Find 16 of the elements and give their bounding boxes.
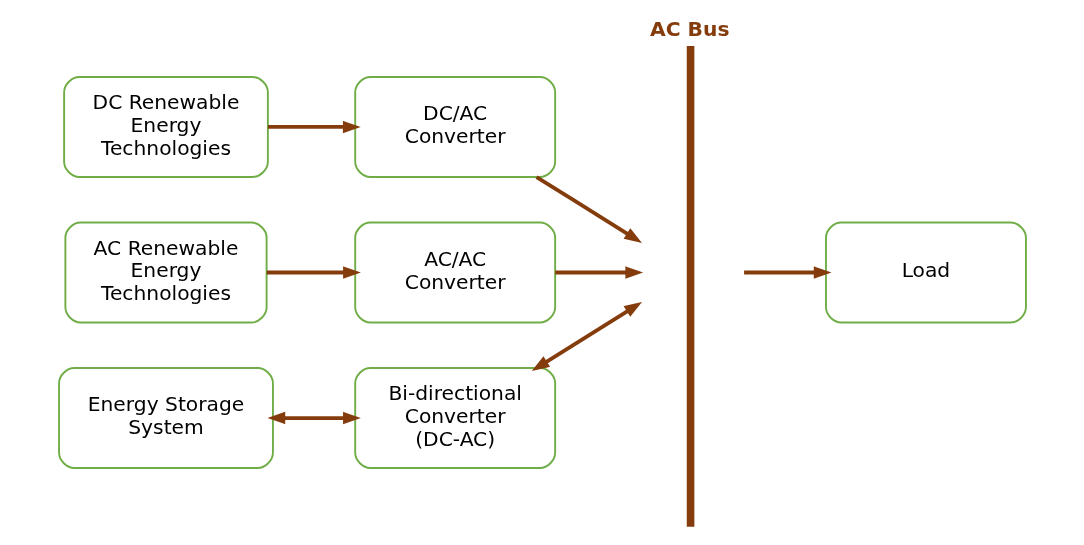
arrow — [266, 266, 361, 279]
node-box: DC/AC Converter — [353, 76, 556, 178]
node-box: AC Renewable Energy Technologies — [63, 221, 268, 324]
node-box: Load — [824, 221, 1027, 324]
arrow — [266, 411, 361, 425]
arrow — [554, 266, 643, 279]
node-label: AC Bus — [649, 16, 730, 41]
arrow — [267, 120, 361, 134]
node-box: Energy Storage System — [57, 367, 274, 469]
arrow — [535, 175, 642, 243]
node-box: DC Renewable Energy Technologies — [62, 76, 269, 178]
node-box — [686, 45, 694, 527]
arrow — [531, 302, 642, 371]
arrow — [743, 266, 832, 279]
node-box: AC/AC Converter — [353, 221, 556, 324]
node-box: Bi-directional Converter (DC-AC) — [353, 367, 556, 469]
